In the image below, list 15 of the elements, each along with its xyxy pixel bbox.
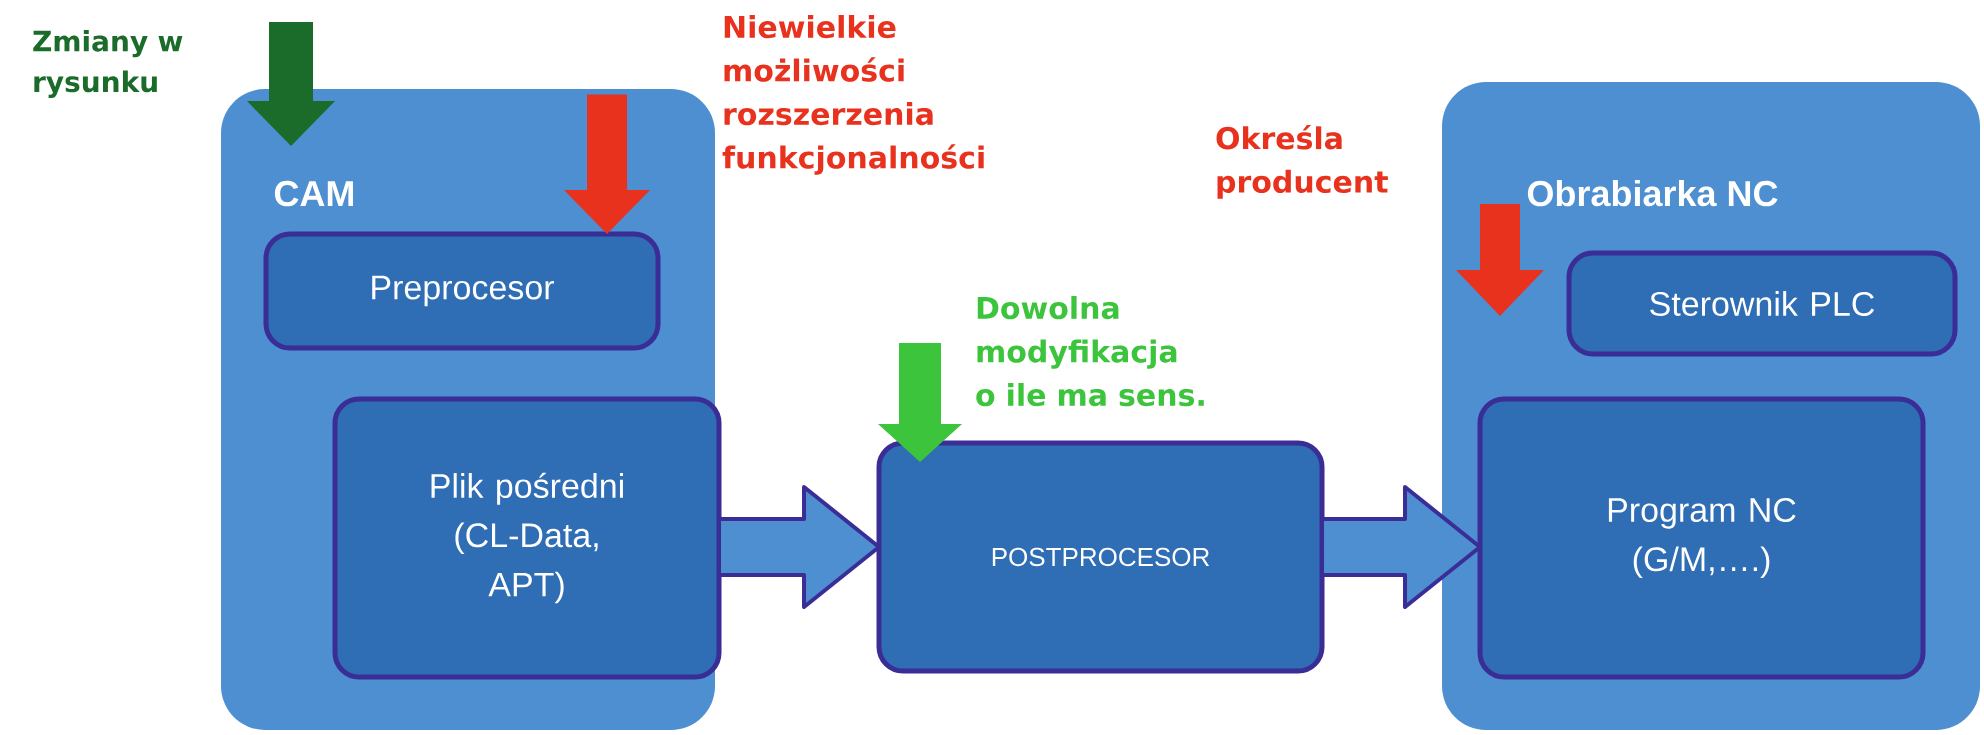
- process-box: Program NC (G/M,….): [1477, 396, 1926, 680]
- note-text: Dowolna modyfikacja o ile ma sens.: [976, 296, 1204, 407]
- process-box: POSTPROCESOR: [876, 440, 1325, 674]
- arrow: [564, 94, 650, 234]
- process-box: Preprocesor: [263, 231, 661, 351]
- panel-title: CAM: [274, 180, 353, 207]
- panel-title: Obrabiarka NC: [1527, 179, 1778, 207]
- process-box: Sterownik PLC: [1566, 250, 1958, 357]
- note-text: Zmiany w rysunku: [33, 30, 183, 98]
- arrow: [247, 21, 335, 146]
- note-text: Niewielkie możliwości rozszerzenia funkcjonalności: [722, 15, 984, 175]
- arrow: [1456, 203, 1544, 316]
- process-box: Plik pośredni (CL-Data, APT): [332, 396, 722, 680]
- note-text: Określa producent: [1216, 125, 1388, 199]
- arrow: [878, 343, 962, 462]
